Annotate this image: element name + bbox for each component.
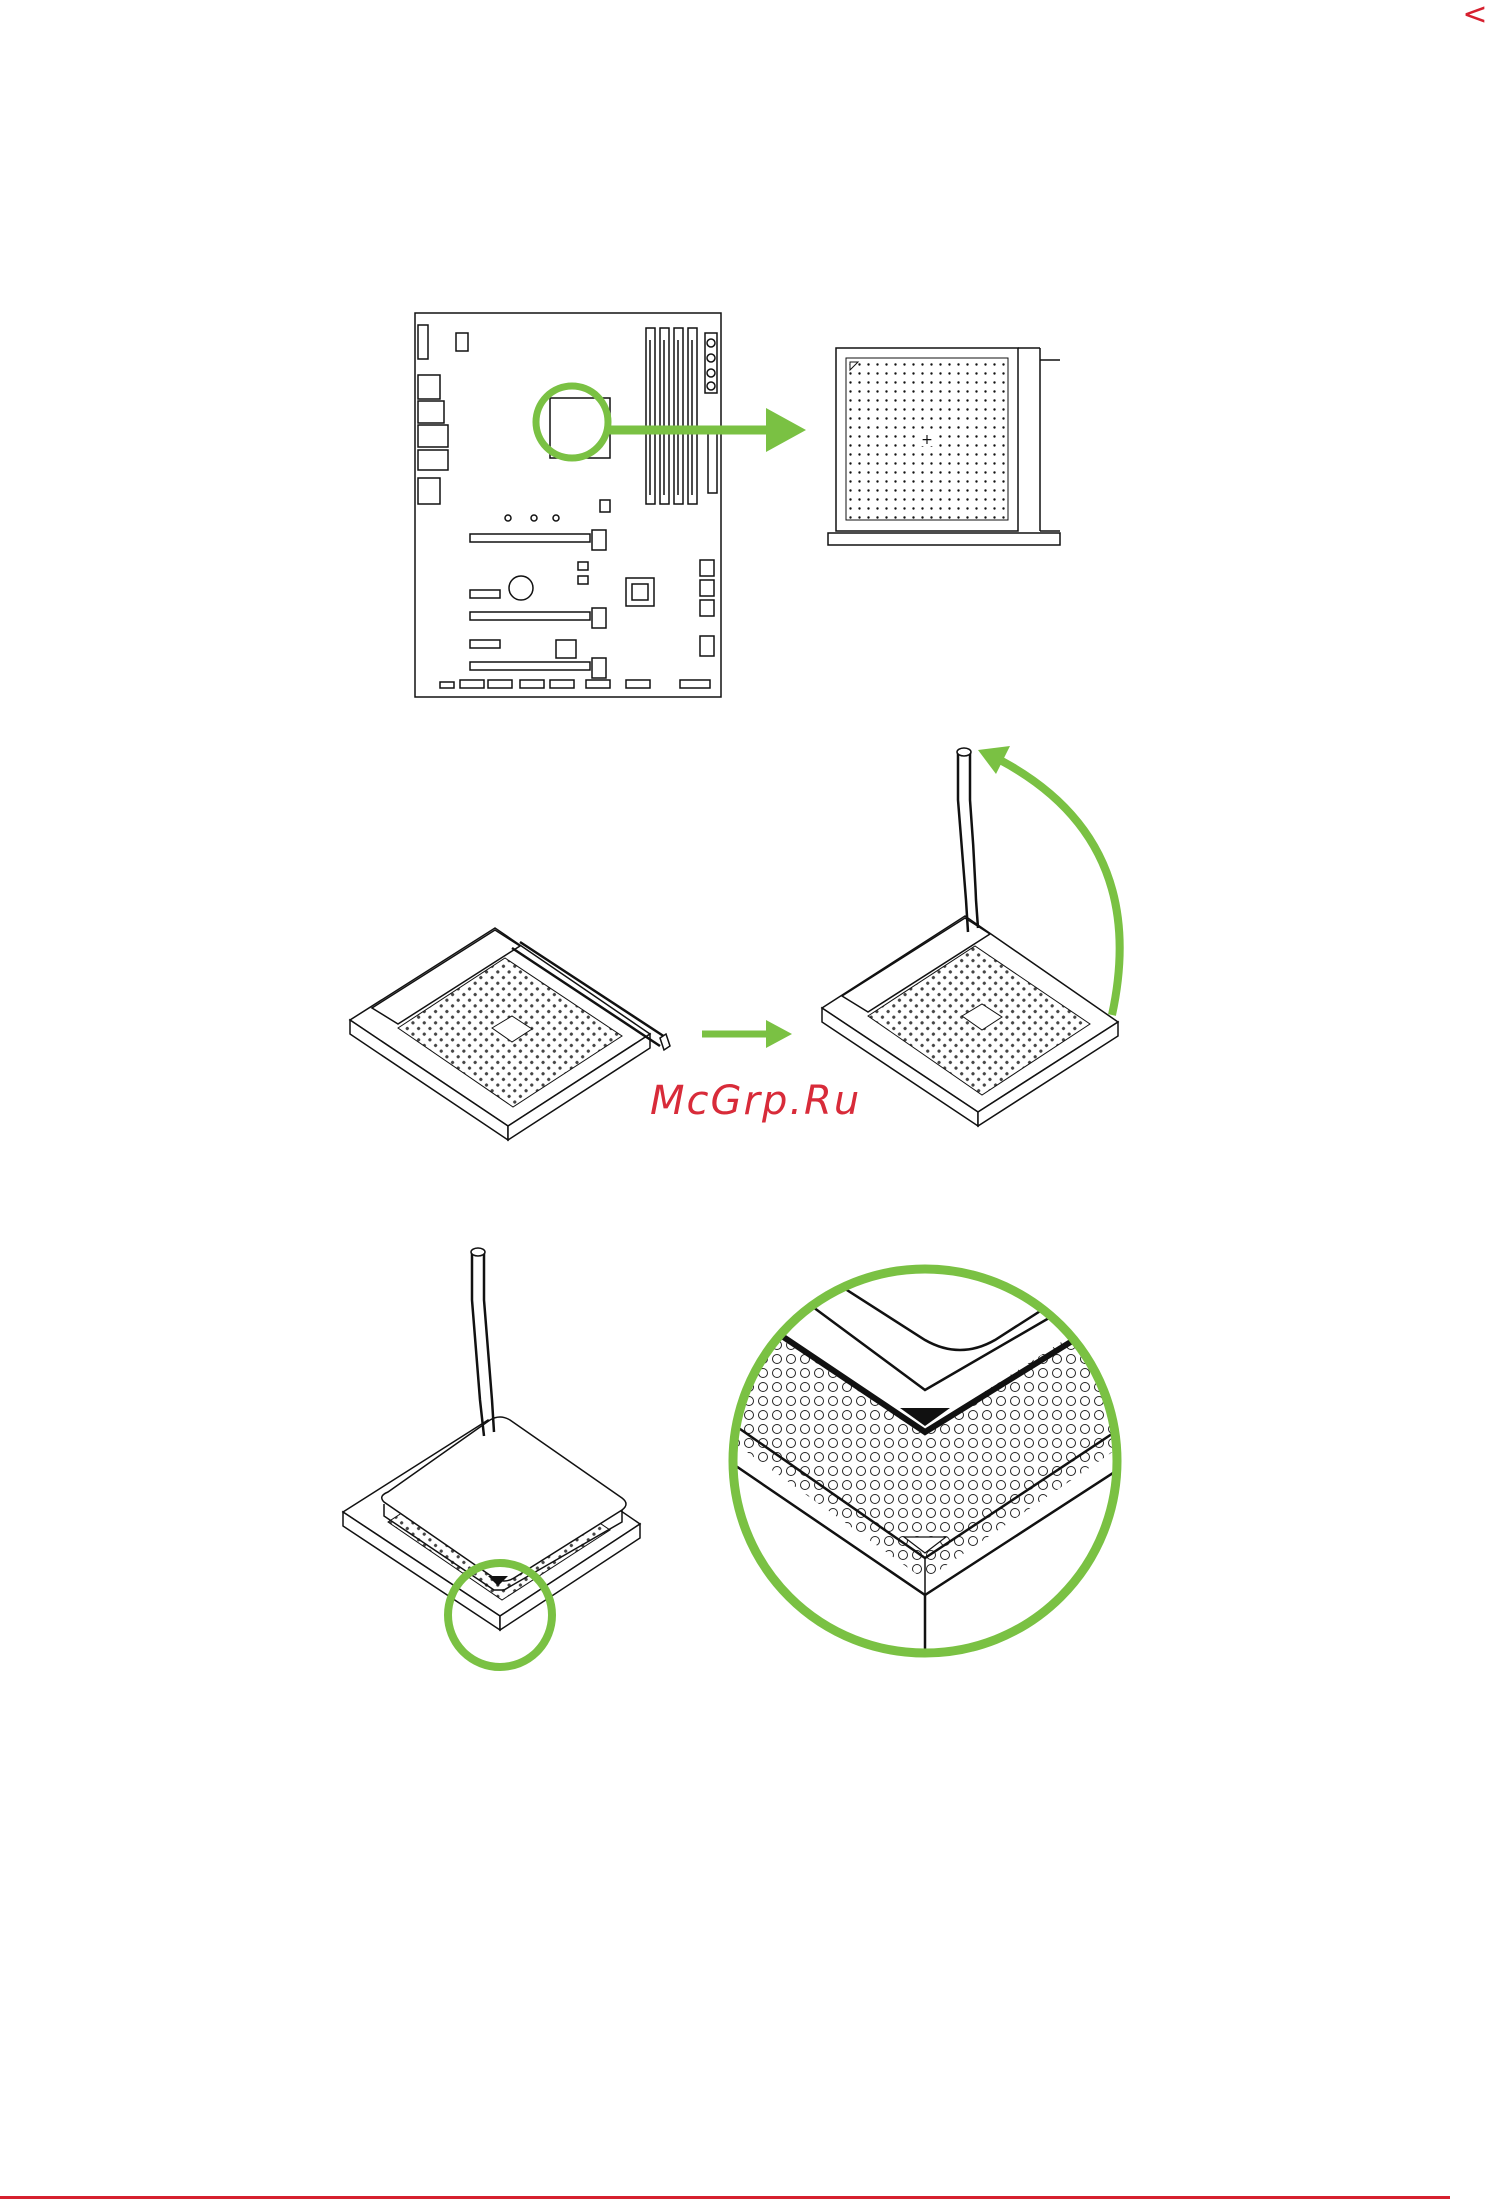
socket-top-view: + <box>828 348 1060 545</box>
socket-lever-up <box>822 748 1118 1126</box>
footer-rule <box>0 2196 1450 2199</box>
motherboard-diagram: + <box>0 0 1500 720</box>
socket-lever-down <box>350 928 670 1140</box>
watermark-text: McGrp.Ru <box>650 1078 1010 1134</box>
svg-text:+: + <box>921 432 933 448</box>
pointer-arrow-head <box>766 408 806 452</box>
socket-highlight-circle <box>536 386 608 458</box>
step-arrow-head <box>766 1020 792 1048</box>
cpu-insert-diagram <box>0 1240 1500 1700</box>
motherboard-board <box>415 313 721 697</box>
cpu-placed-in-socket <box>343 1248 640 1630</box>
